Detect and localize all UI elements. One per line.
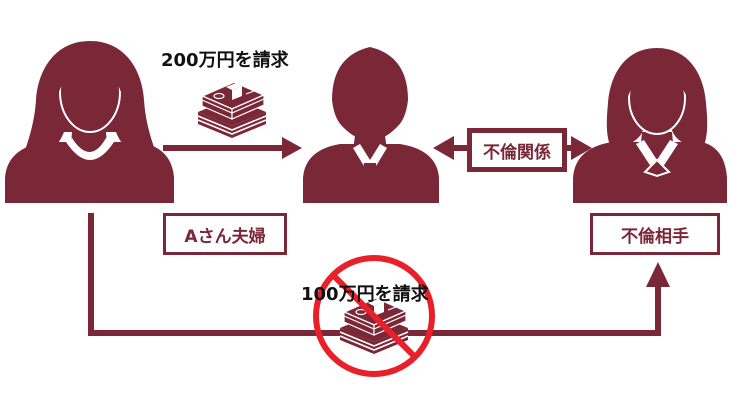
partner-silhouette-icon [573, 48, 727, 203]
prohibition-icon [313, 255, 435, 377]
bottom-claim-arrow-head [646, 262, 670, 287]
claim-arrow-shaft [163, 145, 283, 151]
claim-bottom-label: 100万円を請求 [301, 284, 429, 305]
wife-silhouette-icon [5, 41, 174, 203]
partner-label-box: 不倫相手 [590, 213, 720, 255]
relation-label-box: 不倫関係 [467, 128, 567, 172]
banknote-stack-icon-top [197, 81, 267, 139]
claim-top-label: 200万円を請求 [161, 50, 289, 71]
banknote-stack-icon-bottom [339, 297, 409, 355]
couple-label-box: Aさん夫婦 [163, 213, 287, 255]
relation-arrow-left [433, 136, 454, 160]
relation-arrow-right [571, 136, 592, 160]
husband-silhouette-icon [303, 47, 439, 203]
claim-arrow-head [282, 137, 302, 159]
